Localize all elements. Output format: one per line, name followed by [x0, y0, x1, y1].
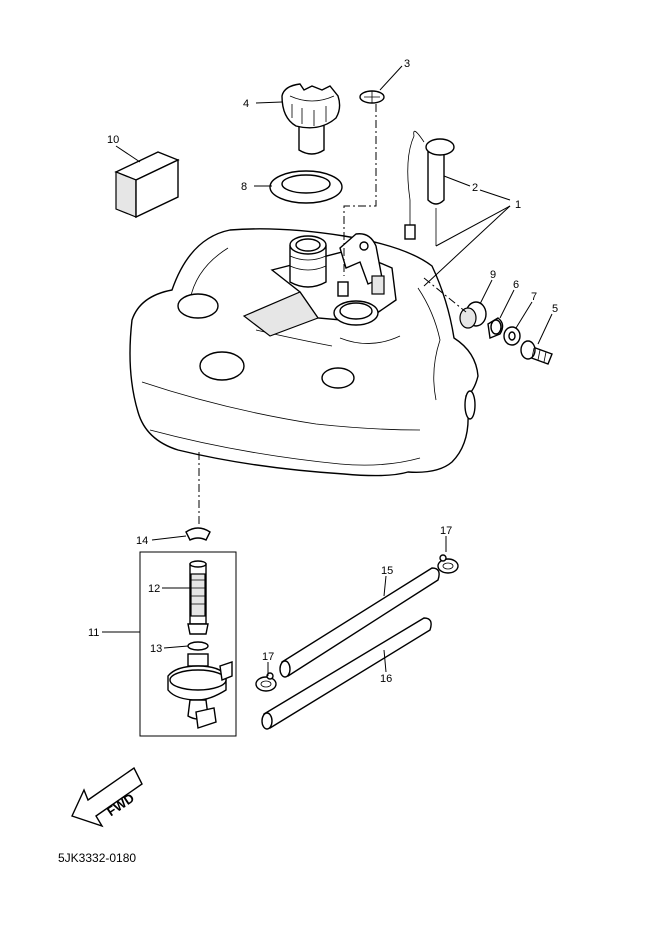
part-9-grommet [459, 301, 487, 329]
part-14-clip [185, 527, 211, 541]
callout-3: 3 [404, 58, 410, 70]
callout-14: 14 [136, 535, 148, 547]
part-13-o-ring [187, 641, 209, 651]
callout-2: 2 [472, 182, 478, 194]
callout-17-left: 17 [262, 651, 274, 663]
part-3-clip [359, 90, 385, 104]
callout-4: 4 [243, 98, 249, 110]
part-10-damper [114, 151, 180, 219]
fwd-direction-arrow: FWD [71, 766, 143, 828]
part-8-gasket [269, 170, 343, 204]
callout-10: 10 [107, 134, 119, 146]
callout-11: 11 [88, 627, 99, 639]
part-2-fuel-sender [404, 130, 455, 246]
part-15-hose [279, 567, 440, 678]
part-5-bolt [520, 340, 553, 365]
callout-6: 6 [513, 279, 519, 291]
part-17-clip-right [437, 554, 459, 574]
diagram-code: 5JK3332-0180 [58, 851, 136, 865]
callout-1: 1 [515, 199, 521, 211]
part-7-washer [503, 326, 521, 346]
part-4-fuel-cap [281, 83, 341, 155]
part-1-fuel-tank [129, 228, 479, 477]
part-16-hose [261, 617, 432, 730]
leader-lines [102, 65, 553, 676]
callout-5: 5 [552, 303, 558, 315]
callout-9: 9 [490, 269, 496, 281]
part-6-collar [487, 317, 504, 339]
alignment-lines [198, 104, 467, 526]
callout-8: 8 [241, 181, 247, 193]
part-17-clip-left [255, 672, 277, 692]
callout-16: 16 [380, 673, 392, 685]
part-11-assembly-frame [139, 551, 237, 737]
part-11-fuel-cock [167, 653, 233, 729]
callout-numbers: 1 2 3 4 5 6 7 8 9 10 11 12 13 14 15 16 1… [88, 58, 558, 685]
callout-7: 7 [531, 291, 537, 303]
callout-12: 12 [148, 583, 160, 595]
callout-17-right: 17 [440, 525, 452, 537]
part-12-strainer [187, 560, 209, 635]
callout-13: 13 [150, 643, 162, 655]
callout-15: 15 [381, 565, 393, 577]
